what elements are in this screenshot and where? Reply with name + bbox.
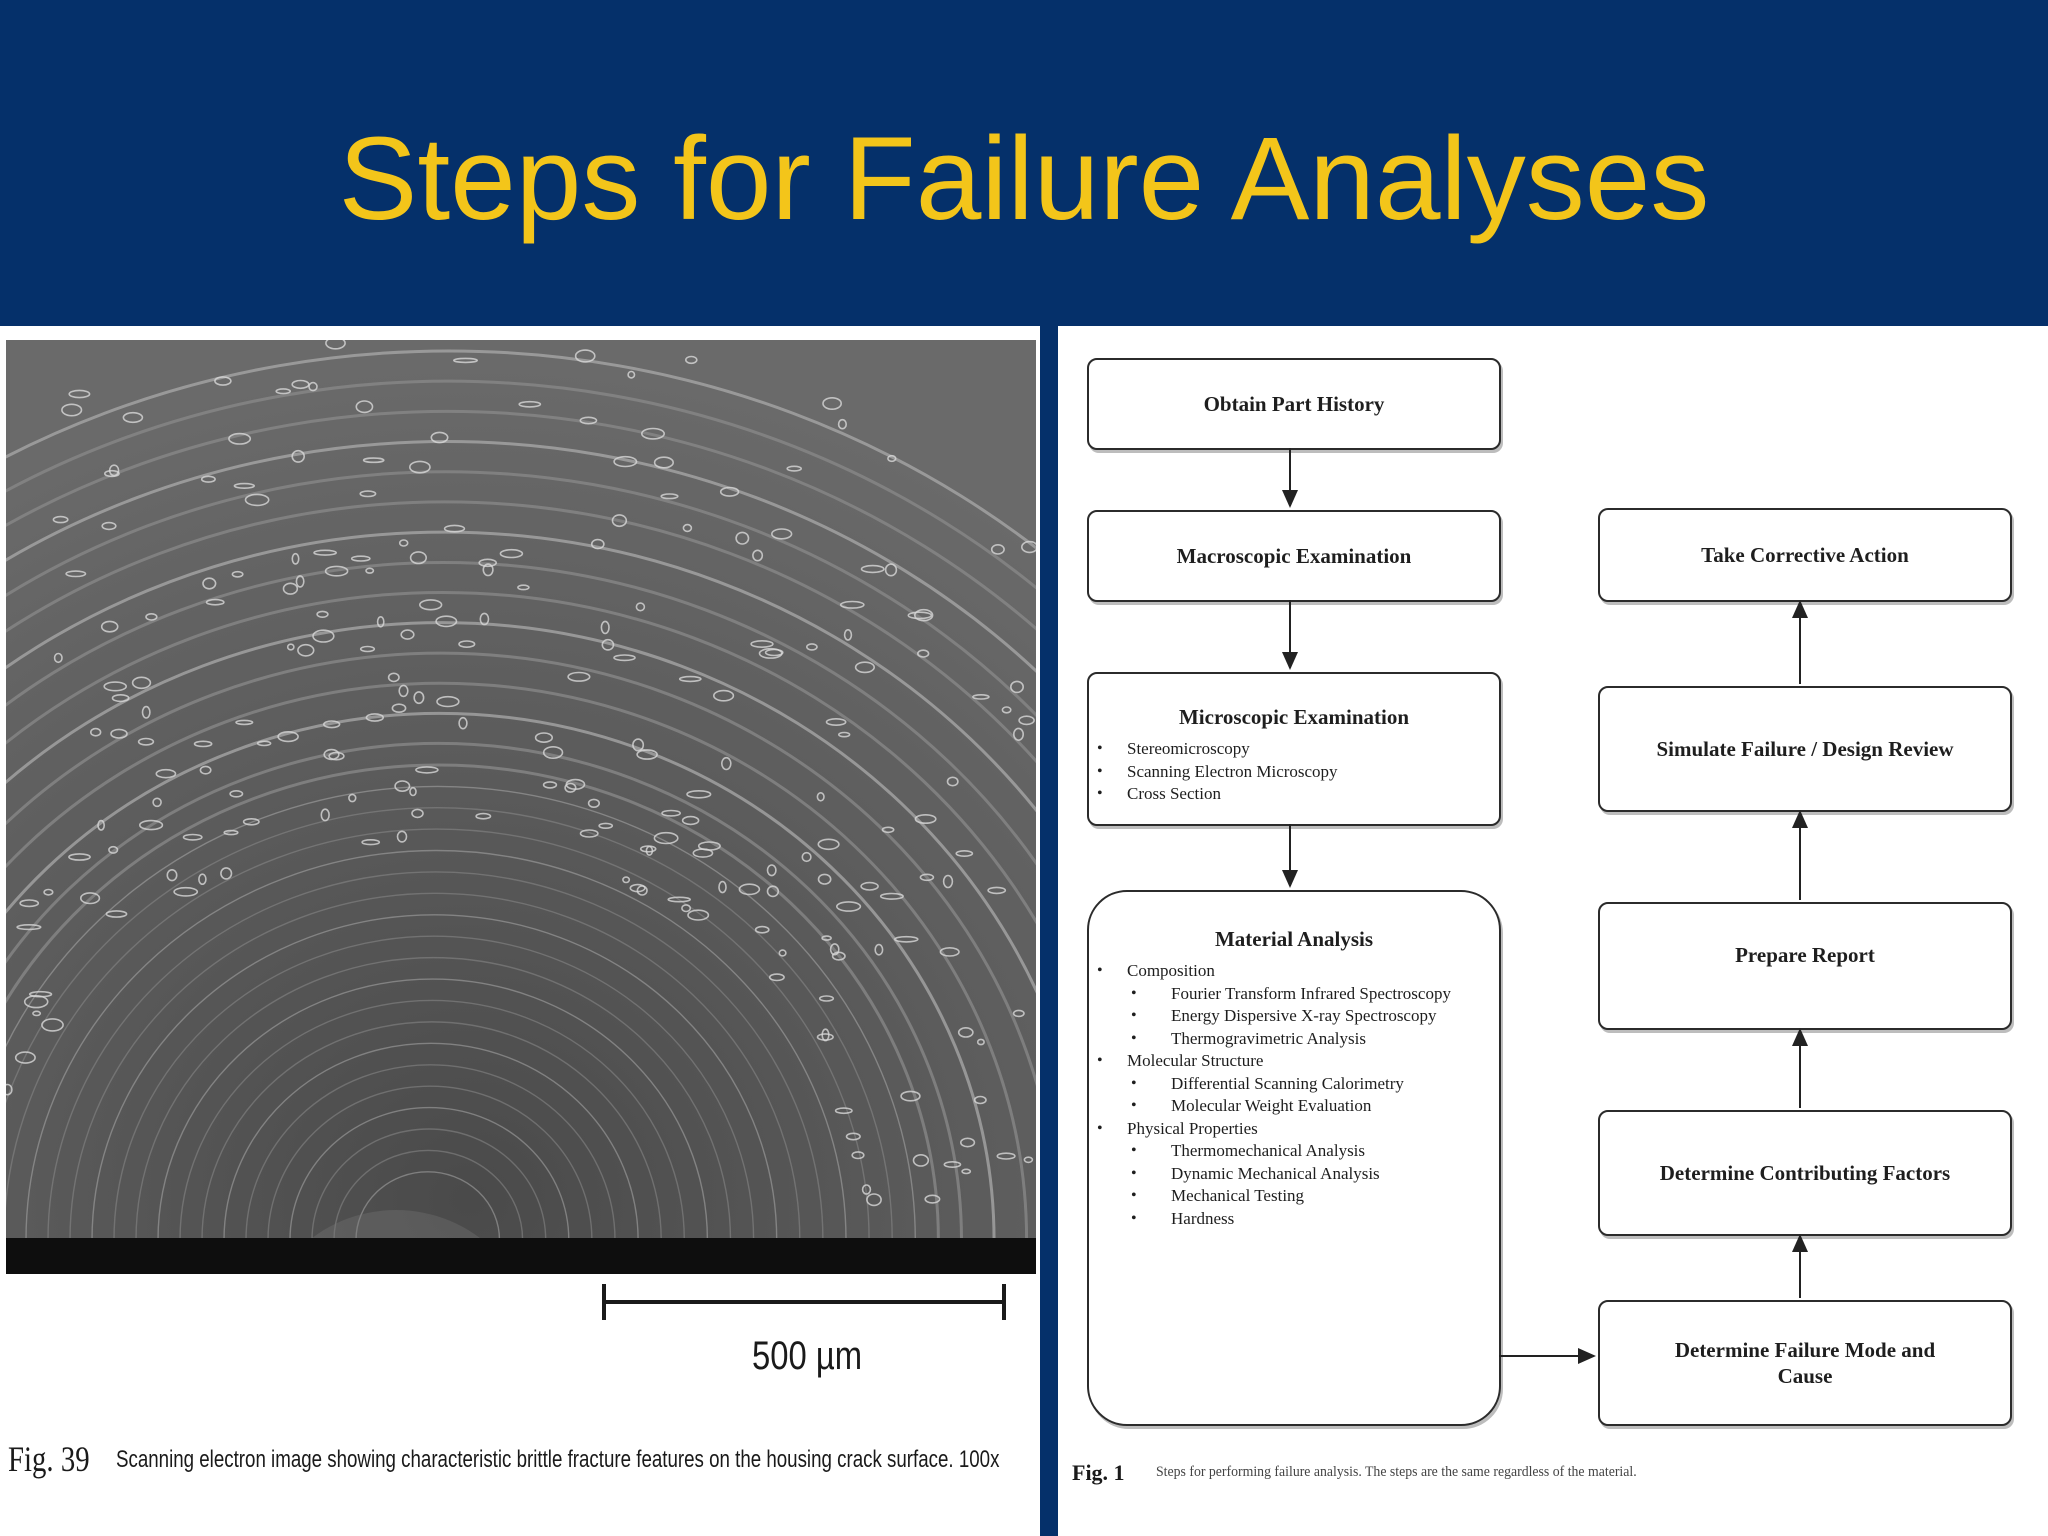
material-methods-list: Composition Fourier Transform Infrared S… <box>1089 960 1499 1230</box>
list-item: Fourier Transform Infrared Spectroscopy <box>1127 983 1499 1006</box>
box-obtain-part-history: Obtain Part History <box>1087 358 1501 450</box>
flowchart-figure-number: Fig. 1 <box>1072 1460 1125 1485</box>
box-material-analysis: Material Analysis Composition Fourier Tr… <box>1087 890 1501 1426</box>
list-item: Stereomicroscopy <box>1089 738 1499 761</box>
list-item: Thermomechanical Analysis <box>1127 1140 1499 1163</box>
list-item: Physical Properties Thermomechanical Ana… <box>1089 1118 1499 1231</box>
list-item: Differential Scanning Calorimetry <box>1127 1073 1499 1096</box>
list-item: Scanning Electron Microscopy <box>1089 761 1499 784</box>
box-take-corrective-action: Take Corrective Action <box>1598 508 2012 602</box>
sem-figure-panel <box>0 326 1040 1536</box>
list-item: Mechanical Testing <box>1127 1185 1499 1208</box>
slide-title: Steps for Failure Analyses <box>338 113 1710 245</box>
flowchart-figure-caption-text: Steps for performing failure analysis. T… <box>1156 1464 1637 1480</box>
list-item: Molecular Weight Evaluation <box>1127 1095 1499 1118</box>
box-determine-failure-mode: Determine Failure Mode and Cause <box>1598 1300 2012 1426</box>
list-item: Hardness <box>1127 1208 1499 1231</box>
sem-fracture-image <box>6 340 1036 1274</box>
box-determine-contributing-factors: Determine Contributing Factors <box>1598 1110 2012 1236</box>
flowchart-figure-caption: Fig. 1 Steps for performing failure anal… <box>1072 1460 1637 1486</box>
list-item: Molecular Structure Differential Scannin… <box>1089 1050 1499 1118</box>
scale-bar <box>602 1284 1006 1320</box>
list-item: Dynamic Mechanical Analysis <box>1127 1163 1499 1186</box>
microscopic-methods-list: Stereomicroscopy Scanning Electron Micro… <box>1089 738 1499 806</box>
list-item: Cross Section <box>1089 783 1499 806</box>
sem-figure-caption: Fig. 39 Scanning electron image showing … <box>8 1438 999 1480</box>
list-item: Thermogravimetric Analysis <box>1127 1028 1499 1051</box>
sem-figure-number: Fig. 39 <box>8 1439 90 1479</box>
box-prepare-report: Prepare Report <box>1598 902 2012 1030</box>
sem-figure-caption-text: Scanning electron image showing characte… <box>116 1446 1000 1473</box>
list-item: Energy Dispersive X-ray Spectroscopy <box>1127 1005 1499 1028</box>
box-macroscopic-examination: Macroscopic Examination <box>1087 510 1501 602</box>
box-microscopic-examination: Microscopic Examination Stereomicroscopy… <box>1087 672 1501 826</box>
list-item: Composition Fourier Transform Infrared S… <box>1089 960 1499 1050</box>
scale-bar-label: 500 µm <box>752 1334 863 1378</box>
